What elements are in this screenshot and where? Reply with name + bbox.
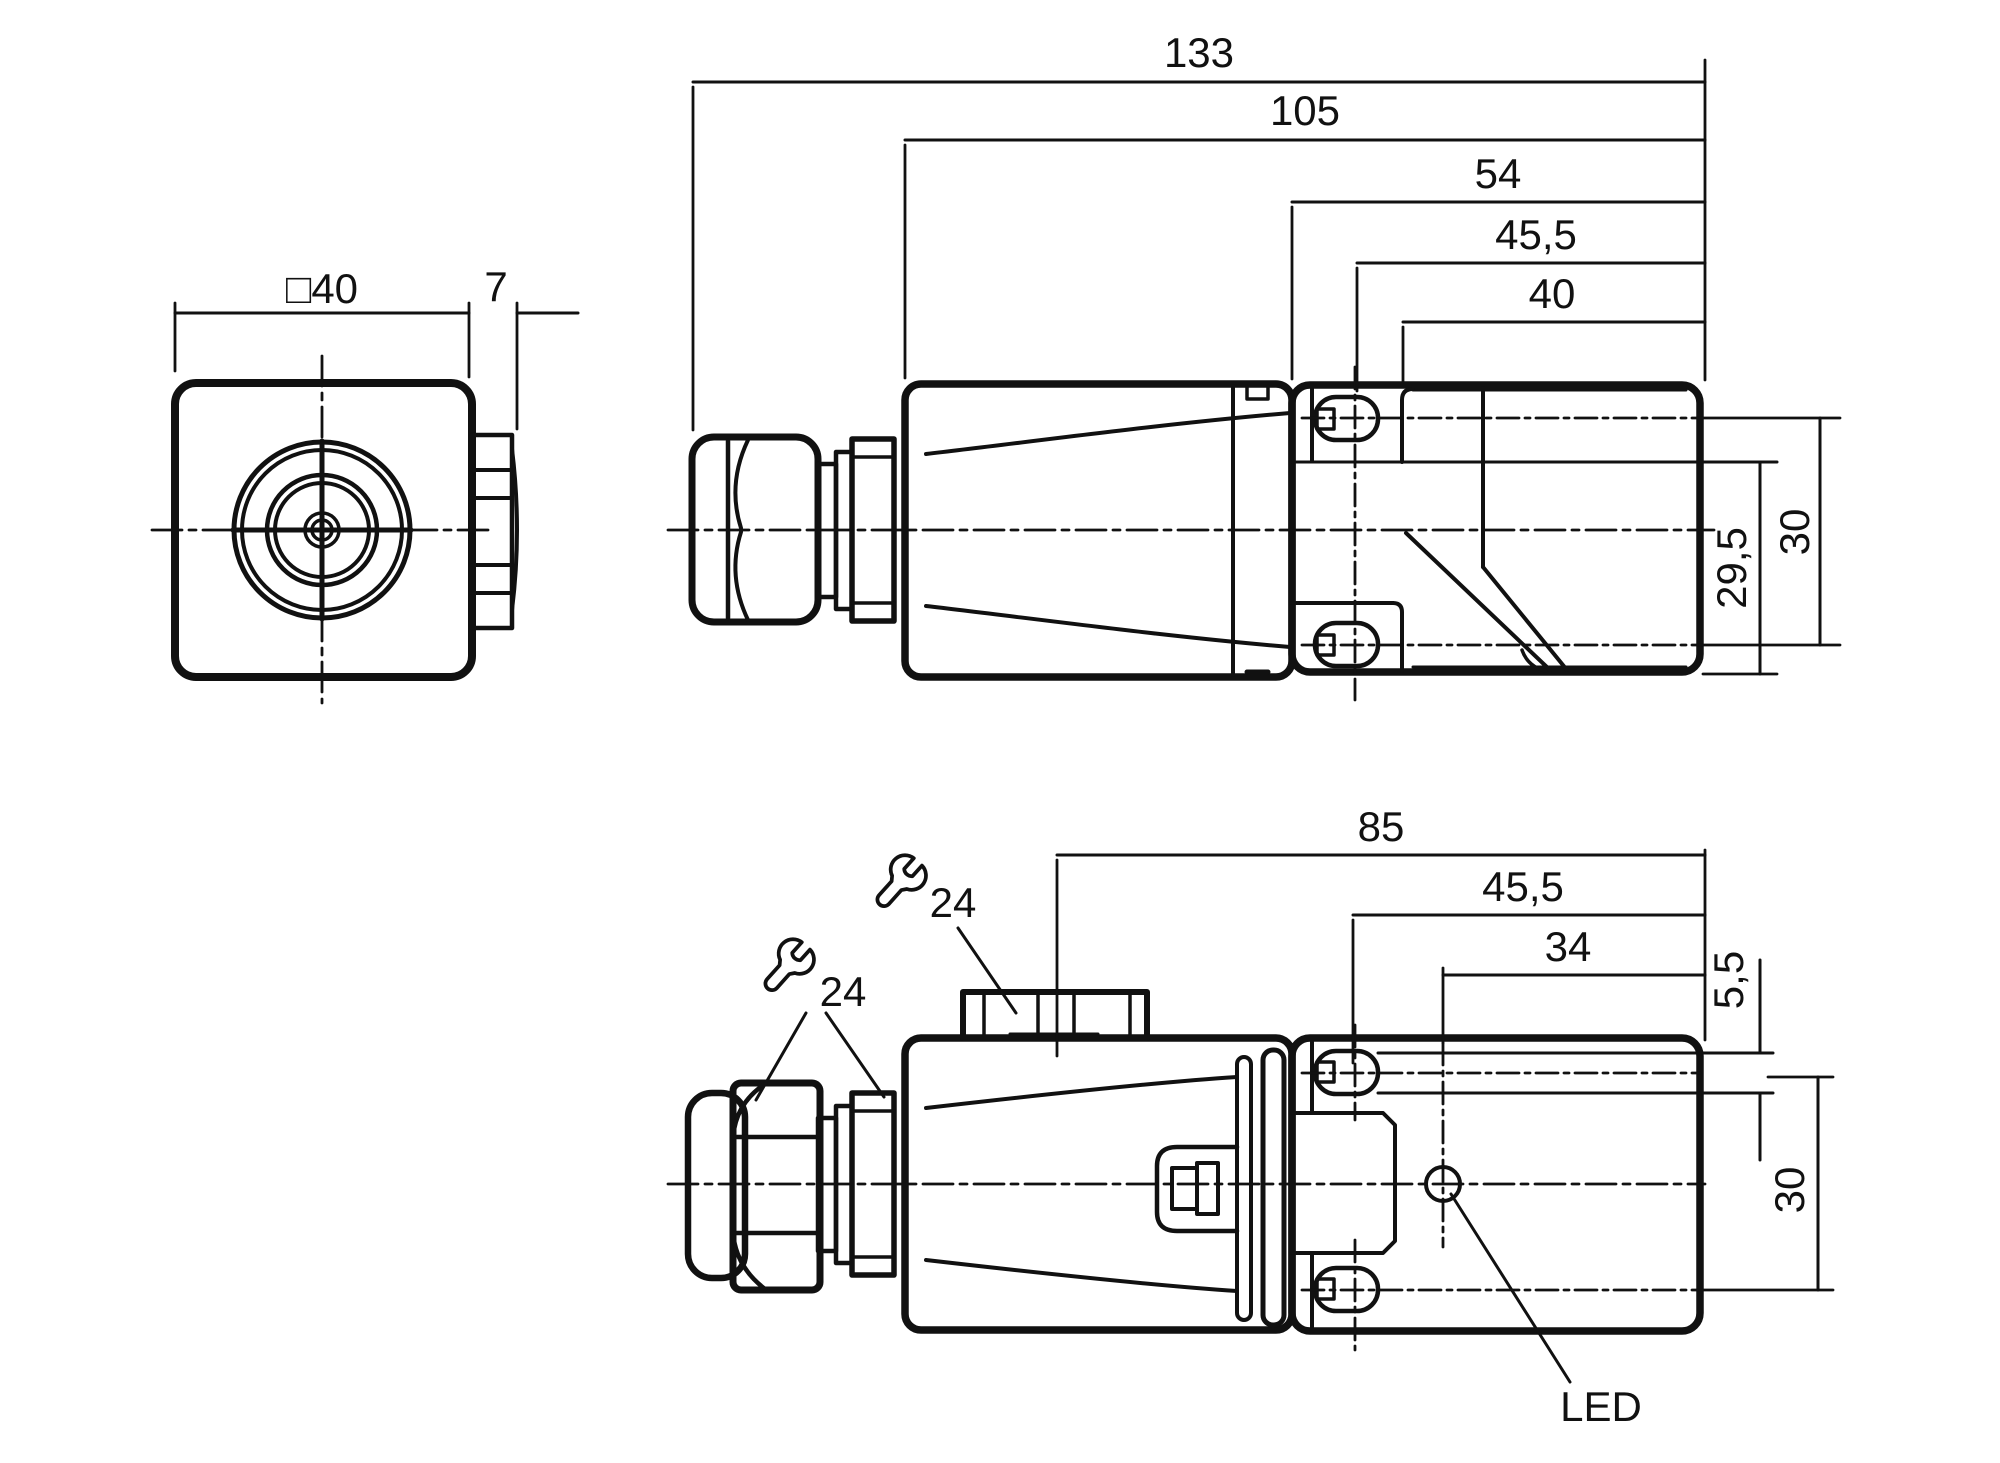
led-label: LED <box>1560 1383 1642 1430</box>
sensor-head-bottom <box>1288 1034 1704 1335</box>
housing-taper-top <box>924 1075 1239 1110</box>
dim-30-top-label: 30 <box>1771 509 1818 556</box>
latch-screw <box>1170 1166 1199 1211</box>
wrench-leader-line <box>824 1011 886 1099</box>
gland-chamfer-curve <box>733 530 750 622</box>
housing-taper-top <box>924 411 1292 456</box>
wrench-icon <box>763 937 816 992</box>
dim-54-label: 54 <box>1475 150 1522 197</box>
gland-chamfer-curve <box>730 1230 768 1292</box>
dim-45-5-bottom-label: 45,5 <box>1482 863 1564 910</box>
front-view <box>150 301 580 705</box>
wrench-icon <box>875 853 928 908</box>
sensor-head-top <box>1288 381 1704 676</box>
face-bevel-line <box>1404 531 1552 672</box>
cap-edge-bottom <box>1391 601 1404 673</box>
drawing-root: □40 7 133 105 54 45,5 40 29,5 30 85 45,5… <box>150 29 1842 1430</box>
face-bevel-line <box>1481 565 1569 672</box>
latch-screw-head <box>1195 1161 1220 1216</box>
dim-5-5-label: 5,5 <box>1705 951 1752 1009</box>
housing-taper-bottom <box>924 1258 1239 1293</box>
led-leader-line <box>1449 1192 1572 1384</box>
dim-133-label: 133 <box>1164 29 1234 76</box>
cap-edge-top <box>1400 387 1415 464</box>
front-depth-label: 7 <box>484 263 507 310</box>
wrench-leader-line <box>754 1011 808 1102</box>
locknut <box>849 436 897 624</box>
side-view-top <box>666 58 1842 702</box>
wrench-shape <box>875 853 928 908</box>
latch-bracket <box>1154 1144 1240 1234</box>
front-width-label: □40 <box>286 265 358 312</box>
face-bevel-foot <box>1520 648 1548 673</box>
gland-chamfer-curve <box>730 1081 768 1140</box>
gland-chamfer-curve <box>733 438 750 530</box>
flange-plate-inner <box>1235 1055 1253 1322</box>
dim-45-5-top-label: 45,5 <box>1495 211 1577 258</box>
housing-taper-bottom <box>924 604 1292 649</box>
wrench-leader-line <box>956 926 1018 1015</box>
flange-plate-outer <box>1260 1047 1287 1328</box>
dim-29-5-label: 29,5 <box>1708 527 1755 609</box>
hex-nut <box>960 989 1150 1041</box>
dim-34-label: 34 <box>1545 923 1592 970</box>
locknut <box>849 1090 897 1278</box>
labels: □40 7 133 105 54 45,5 40 29,5 30 85 45,5… <box>286 29 1818 1430</box>
dim-40-label: 40 <box>1529 270 1576 317</box>
wrench-size-gland-label: 24 <box>820 968 867 1015</box>
dim-85-label: 85 <box>1358 803 1405 850</box>
wrench-shape <box>763 937 816 992</box>
dim-105-label: 105 <box>1270 87 1340 134</box>
front-gland-tab <box>469 432 515 631</box>
wrench-size-nut-label: 24 <box>930 879 977 926</box>
tab-hex-arc <box>510 447 519 612</box>
head-center-block <box>1290 1111 1397 1255</box>
housing-top-notch <box>1245 384 1270 401</box>
side-view-bottom <box>666 848 1835 1384</box>
gland-end-cap <box>684 1089 749 1282</box>
dim-30-bottom-label: 30 <box>1766 1167 1813 1214</box>
